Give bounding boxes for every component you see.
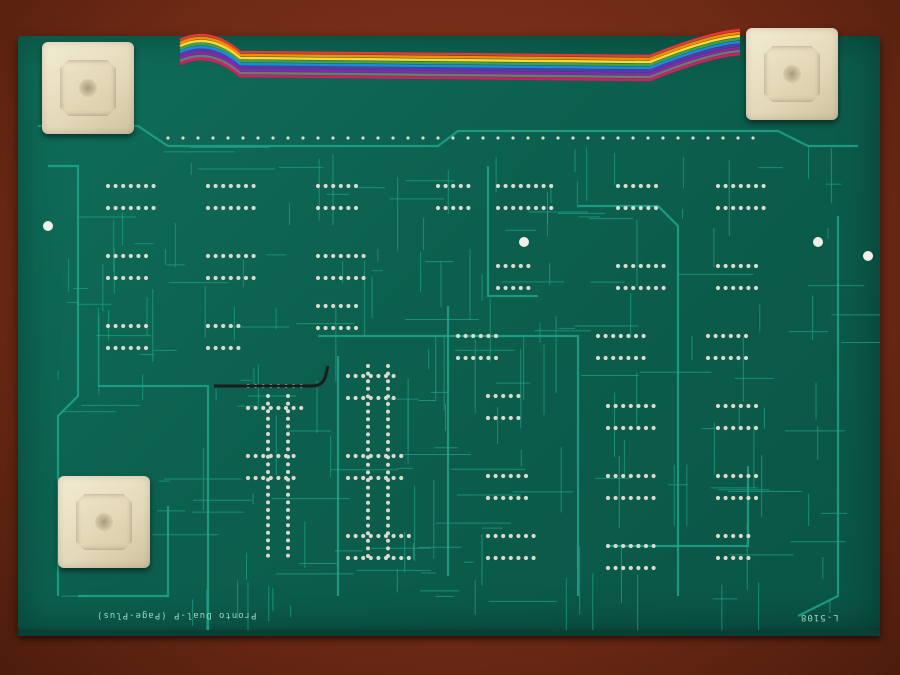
board-edge xyxy=(18,630,880,636)
trace-layer xyxy=(38,124,880,630)
cable-tie-mount-top-right xyxy=(746,28,838,120)
silkscreen-label: Pronto Dual-P (Page-Plus) xyxy=(96,610,257,620)
part-marking: L-5108 xyxy=(800,612,839,622)
cable-tie-mount-bottom-left xyxy=(58,476,150,568)
ribbon-cable xyxy=(179,28,741,82)
jumper-wire xyxy=(214,365,330,388)
cable-tie-mount-top-left xyxy=(42,42,134,134)
